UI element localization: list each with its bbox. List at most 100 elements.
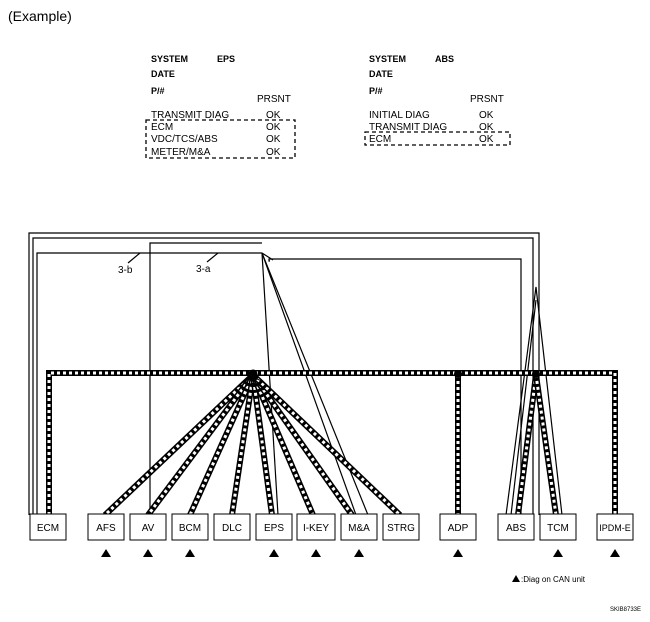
unit-label: M&A — [348, 523, 370, 534]
unit-label: ABS — [506, 523, 526, 534]
unit-label: DLC — [222, 523, 242, 534]
unit-label: ADP — [448, 523, 469, 534]
legend: :Diag on CAN unit — [512, 575, 586, 584]
abs-date-label: DATE — [369, 69, 393, 79]
eps-prsnt-label: PRSNT — [257, 94, 291, 105]
abs-row-name: INITIAL DIAG — [369, 110, 430, 121]
unit-label: AV — [142, 523, 155, 534]
abs-row-value: OK — [479, 134, 494, 145]
eps-system-value: EPS — [217, 54, 235, 64]
triangle-marker-icon — [269, 549, 279, 557]
eps-date-label: DATE — [151, 69, 175, 79]
abs-row-name: ECM — [369, 134, 391, 145]
unit-ipdm-e: IPDM-E — [596, 513, 634, 541]
example-title: (Example) — [8, 8, 72, 24]
eps-system-label: SYSTEM — [151, 54, 188, 64]
junction-arc — [241, 383, 265, 391]
eps-system-table: SYSTEM EPS DATE P/# PRSNT TRANSMIT DIAG … — [145, 54, 296, 159]
abs-row-name: TRANSMIT DIAG — [369, 122, 447, 133]
can-branch-ma — [250, 373, 355, 517]
triangle-marker-icon — [143, 549, 153, 557]
route-to-ma-2 — [261, 252, 369, 516]
legend-triangle-icon — [512, 575, 520, 582]
can-branch-dlc — [229, 374, 256, 516]
abs-system-value: ABS — [435, 54, 454, 64]
eps-pn-label: P/# — [151, 86, 165, 96]
unit-strg: STRG — [382, 513, 420, 541]
route-apex-link — [261, 252, 274, 261]
route-to-eps — [261, 252, 279, 516]
label-leader-3b — [127, 252, 141, 264]
can-branch-tcm — [533, 374, 559, 516]
eps-row-name: METER/M&A — [151, 147, 211, 158]
triangle-marker-icon — [610, 549, 620, 557]
unit-ikey: I-KEY — [296, 513, 336, 541]
route-to-ma-1 — [261, 252, 357, 516]
unit-ma: M&A — [340, 513, 378, 541]
abs-system-table: SYSTEM ABS DATE P/# PRSNT INITIAL DIAG O… — [364, 54, 511, 146]
unit-label: AFS — [96, 523, 116, 534]
can-branch-afs — [102, 372, 256, 518]
label-leader-3a — [206, 252, 219, 263]
eps-row-name: VDC/TCS/ABS — [151, 134, 218, 145]
unit-abs: ABS — [497, 513, 535, 541]
can-bus-lines — [46, 369, 618, 518]
can-junction-dot — [248, 369, 258, 379]
triangle-marker-icon — [553, 549, 563, 557]
path-label-3b: 3-b — [118, 265, 133, 276]
unit-adp: ADP — [439, 513, 477, 541]
route-3b — [36, 252, 262, 515]
unit-label: ECM — [37, 523, 59, 534]
unit-label: BCM — [179, 523, 201, 534]
can-branch-strg — [250, 372, 403, 518]
control-units: ECM AFS AV BCM DLC EPS I-KEY M&A — [29, 513, 634, 541]
unit-label: STRG — [387, 523, 415, 534]
route-to-abs — [268, 258, 522, 515]
triangle-marker-icon — [453, 549, 463, 557]
unit-label: TCM — [547, 523, 569, 534]
triangle-marker-icon — [101, 549, 111, 557]
legend-text: :Diag on CAN unit — [521, 575, 586, 584]
route-3a — [149, 242, 262, 515]
abs-row-value: OK — [479, 110, 494, 121]
abs-pn-label: P/# — [369, 86, 383, 96]
unit-dlc: DLC — [213, 513, 251, 541]
unit-tcm: TCM — [539, 513, 577, 541]
triangle-marker-icon — [354, 549, 364, 557]
unit-label: IPDM-E — [599, 523, 631, 533]
eps-row-name: ECM — [151, 122, 173, 133]
can-branch-ikey — [250, 373, 316, 517]
can-branch-av — [145, 373, 256, 517]
abs-prsnt-label: PRSNT — [470, 94, 504, 105]
abs-highlight-box — [364, 131, 511, 146]
can-junction-dot — [454, 370, 462, 378]
unit-label: I-KEY — [303, 523, 329, 534]
unit-label: EPS — [264, 523, 284, 534]
eps-row-value: OK — [266, 134, 281, 145]
unit-ecm: ECM — [29, 513, 67, 541]
can-branch-eps — [250, 374, 275, 516]
route-abs-tcm — [505, 286, 563, 516]
eps-highlight-box — [145, 119, 296, 159]
unit-eps: EPS — [255, 513, 293, 541]
can-branch-bcm — [187, 373, 256, 517]
abs-system-label: SYSTEM — [369, 54, 406, 64]
eps-row-value: OK — [266, 110, 281, 121]
can-junction-dot — [532, 370, 540, 378]
triangle-marker-icon — [311, 549, 321, 557]
can-branch-abs — [515, 374, 539, 516]
eps-row-value: OK — [266, 122, 281, 133]
triangle-marker-icon — [185, 549, 195, 557]
path-label-3a: 3-a — [196, 264, 211, 275]
eps-row-value: OK — [266, 147, 281, 158]
can-main-line — [46, 370, 618, 515]
figure-id: SKIB8733E — [610, 607, 641, 613]
unit-afs: AFS — [87, 513, 125, 541]
can-diag-markers — [101, 549, 620, 557]
abs-row-value: OK — [479, 122, 494, 133]
unit-bcm: BCM — [171, 513, 209, 541]
eps-row-name: TRANSMIT DIAG — [151, 110, 229, 121]
route-abs-tcm-2 — [510, 299, 537, 516]
